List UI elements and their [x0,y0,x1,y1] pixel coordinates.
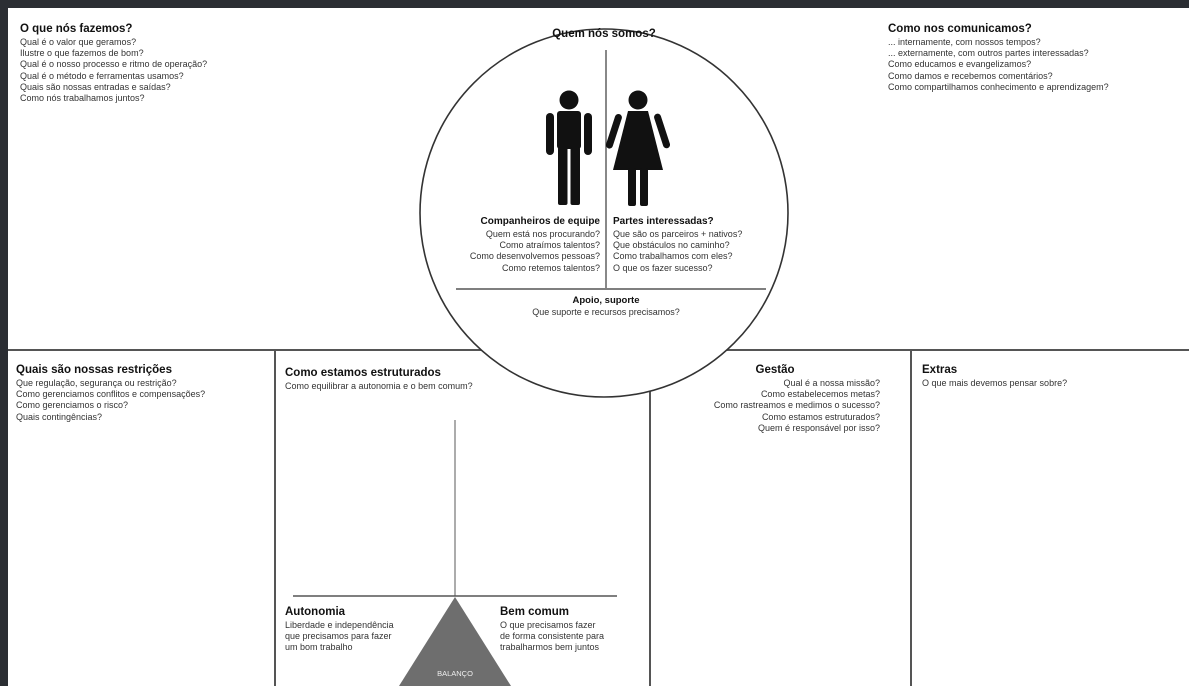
section-title: Partes interessadas? [613,216,714,227]
description-text: O que precisamos fazer [500,620,596,630]
question-text: Como compartilhamos conhecimento e apren… [888,81,1109,92]
question-text: O que os fazer sucesso? [613,262,713,273]
question-text: Como equilibrar a autonomia e o bem comu… [285,381,473,391]
section-title: Companheiros de equipe [480,216,600,227]
section-title: O que nós fazemos? [20,23,133,35]
section-title: Autonomia [285,606,346,618]
question-text: Como estabelecemos metas? [760,389,880,400]
question-text: Como damos e recebemos comentários? [888,70,1053,81]
balanco-label: BALANÇO [437,669,473,678]
description-text: trabalharmos bem juntos [500,642,600,653]
question-text: Que suporte e recursos precisamos? [532,307,680,317]
question-text: Quem é responsável por isso? [757,422,880,433]
section-companheiros: Companheiros de equipe Quem está nos pro… [420,216,600,274]
question-text: Como educamos e evangelizamos? [888,59,1032,70]
section-title: Quem nós somos? [552,28,656,40]
description-text: Liberdade e independência [285,620,394,630]
section-comunicamos: Como nos comunicamos? ... internamente, … [888,22,1109,93]
question-text: Quais são nossas entradas e saídas? [20,81,171,92]
question-text: Como gerenciamos conflitos e compensaçõe… [16,389,206,400]
section-apoio-suporte: Apoio, suporte Que suporte e recursos pr… [500,295,712,318]
question-text: Como desenvolvemos pessoas? [469,251,600,262]
section-title: Bem comum [500,606,570,618]
question-text: Que são os parceiros + nativos? [613,229,743,239]
section-quem-somos-title: Quem nós somos? [504,27,704,42]
description-text: que precisamos para fazer [285,631,392,642]
question-text: Qual é a nossa missão? [783,378,880,388]
question-text: Qual é o nosso processo e ritmo de opera… [20,59,208,70]
question-text: Que obstáculos no caminho? [613,240,730,251]
section-gestao: Gestão Qual é a nossa missão? Como estab… [640,363,880,434]
question-text: Como estamos estruturados? [761,411,880,422]
question-text: ... internamente, com nossos tempos? [888,37,1041,47]
section-title: Extras [922,364,958,376]
balance-triangle [399,597,511,686]
section-extras: Extras O que mais devemos pensar sobre? [922,363,1067,389]
vertical-divider-left [274,350,276,686]
section-o-que-fazemos: O que nós fazemos? Qual é o valor que ge… [20,22,207,104]
question-text: Que regulação, segurança ou restrição? [16,378,177,388]
section-title: Como estamos estruturados [285,367,441,379]
section-restricoes: Quais são nossas restrições Que regulaçã… [16,363,205,423]
description-text: de forma consistente para [500,631,605,642]
section-bem-comum: Bem comum O que precisamos fazer de form… [500,605,604,654]
question-text: Como rastreamos e medimos o sucesso? [713,400,880,411]
question-text: Ilustre o que fazemos de bom? [20,48,144,59]
section-partes-interessadas: Partes interessadas? Que são os parceiro… [613,216,742,274]
man-icon [546,90,592,205]
question-text: Como gerenciamos o risco? [16,400,129,411]
woman-icon [605,90,671,206]
section-title: Quais são nossas restrições [16,364,172,376]
question-text: Como trabalhamos com eles? [613,251,733,262]
section-autonomia: Autonomia Liberdade e independência que … [285,605,394,654]
vertical-divider-right [910,350,912,686]
question-text: Qual é o valor que geramos? [20,37,137,47]
question-text: Como atraímos talentos? [499,240,600,251]
section-title: Como nos comunicamos? [888,23,1032,35]
question-text: O que mais devemos pensar sobre? [922,378,1068,388]
vertical-divider-middle [649,350,651,686]
question-text: Quem está nos procurando? [485,229,600,239]
question-text: Como nós trabalhamos juntos? [20,93,145,104]
question-text: Qual é o método e ferramentas usamos? [20,70,184,81]
question-text: Como retemos talentos? [501,262,600,273]
section-title: Gestão [755,364,795,376]
section-title: Apoio, suporte [572,295,640,306]
description-text: um bom trabalho [285,642,353,653]
question-text: ... externamente, com outros partes inte… [888,48,1089,59]
quem-somos-circle [419,28,789,398]
question-text: Quais contingências? [16,411,103,422]
section-estruturados: Como estamos estruturados Como equilibra… [285,366,473,392]
